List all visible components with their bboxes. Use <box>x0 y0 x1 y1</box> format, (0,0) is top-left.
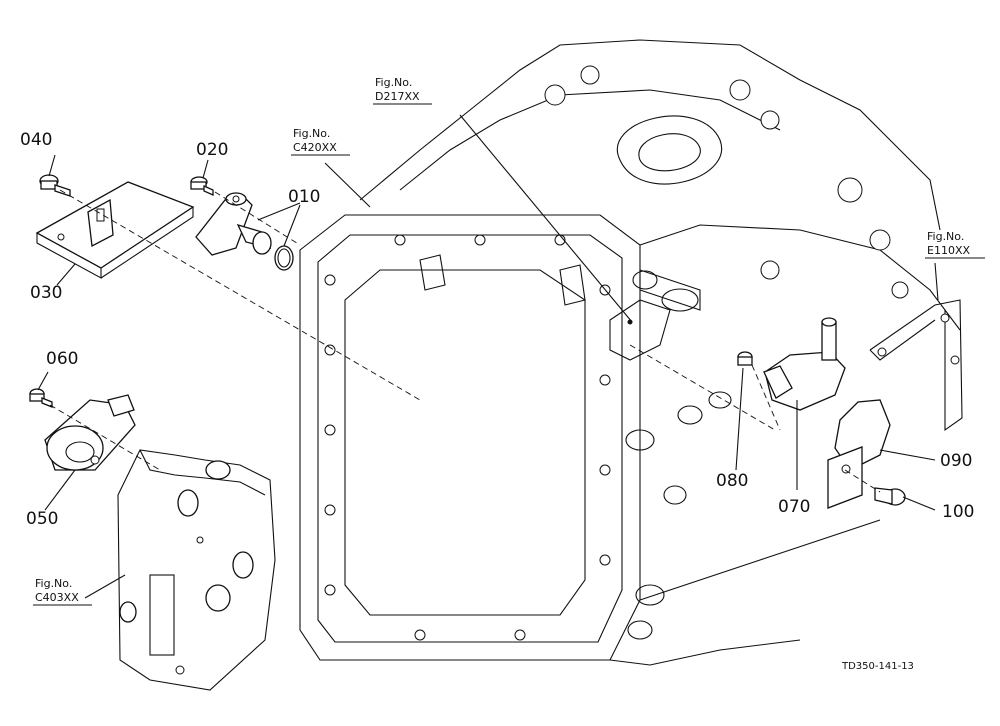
speed-sensor-050 <box>44 394 136 471</box>
bolt-080 <box>737 351 753 366</box>
sensor-070 <box>763 317 846 411</box>
drawing-code: TD350-141-13 <box>841 661 914 672</box>
bracket-e110 <box>869 299 963 432</box>
transmission-housing <box>299 39 961 666</box>
callout-090: 090 <box>940 451 972 471</box>
fig-ref-d217-line1: Fig.No. <box>375 76 412 89</box>
callout-labels: 010 020 030 040 050 060 070 080 090 100 <box>20 130 974 529</box>
sensor-020-body <box>195 192 272 256</box>
fig-ref-c403-line1: Fig.No. <box>35 577 72 590</box>
leader-lines <box>37 114 939 599</box>
fig-ref-e110-line1: Fig.No. <box>927 230 964 243</box>
callout-050: 050 <box>26 509 58 529</box>
bolt-100 <box>874 487 906 506</box>
fig-ref-e110-line2: E110XX <box>927 244 970 257</box>
bolt-020 <box>190 176 214 197</box>
callout-010: 010 <box>288 187 320 207</box>
assembly-center-lines <box>49 189 881 493</box>
fig-ref-c403-line2: C403XX <box>35 591 79 604</box>
callout-020: 020 <box>196 140 228 160</box>
callout-030: 030 <box>30 283 62 303</box>
callout-100: 100 <box>942 502 974 522</box>
callout-040: 040 <box>20 130 52 150</box>
callout-070: 070 <box>778 497 810 517</box>
o-ring-010 <box>274 245 294 271</box>
bolt-060 <box>29 388 53 408</box>
callout-080: 080 <box>716 471 748 491</box>
fig-ref-c420-line1: Fig.No. <box>293 127 330 140</box>
fig-ref-c420-line2: C420XX <box>293 141 337 154</box>
bracket-090 <box>827 399 891 509</box>
bracket-plate-030 <box>35 181 195 279</box>
valve-block <box>117 449 276 691</box>
callout-060: 060 <box>46 349 78 369</box>
figure-references: Fig.No. D217XX Fig.No. C420XX Fig.No. E1… <box>33 76 985 606</box>
bolt-040 <box>39 174 71 197</box>
fig-ref-d217-line2: D217XX <box>375 90 420 103</box>
